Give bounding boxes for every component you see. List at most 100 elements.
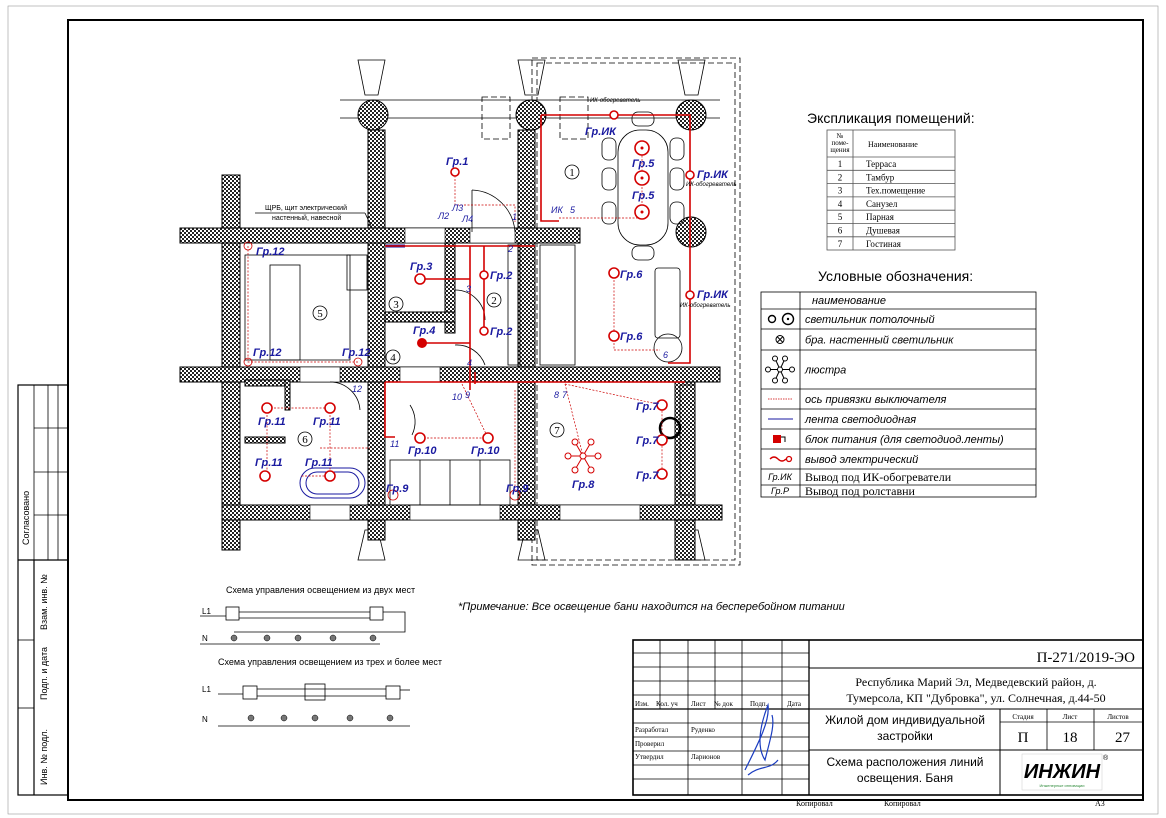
power-supply-icon bbox=[773, 435, 786, 443]
legend-header: наименование bbox=[812, 295, 886, 307]
svg-text:Гр.5: Гр.5 bbox=[632, 158, 655, 170]
explication-title: Экспликация помещений: bbox=[807, 110, 975, 126]
svg-text:Гр.6: Гр.6 bbox=[620, 269, 643, 281]
svg-text:L1: L1 bbox=[202, 685, 211, 694]
svg-text:Гр.ИК: Гр.ИК bbox=[697, 289, 729, 301]
legend: Условные обозначения: наименование bbox=[760, 268, 1037, 498]
panel-label-2: настенный, навесной bbox=[272, 214, 341, 222]
svg-text:№: № bbox=[837, 132, 844, 140]
svg-text:Гр.12: Гр.12 bbox=[256, 246, 285, 258]
svg-text:Жилой дом индивидуальной: Жилой дом индивидуальной bbox=[825, 713, 985, 727]
legend-title: Условные обозначения: bbox=[818, 268, 973, 284]
svg-text:щения: щения bbox=[830, 146, 850, 154]
group-labels: Гр.1 Гр.12 Гр.12 Гр.12 Гр.3 Гр.2 Гр.2 Гр… bbox=[253, 126, 729, 495]
col-name-header: Наименование bbox=[868, 140, 918, 149]
svg-text:2: 2 bbox=[507, 244, 513, 254]
vzam-label: Взам. инв. № bbox=[39, 574, 49, 630]
wall bbox=[221, 174, 241, 551]
svg-text:Гр.8: Гр.8 bbox=[572, 479, 595, 491]
svg-text:Гр.2: Гр.2 bbox=[490, 270, 512, 282]
svg-text:1: 1 bbox=[569, 167, 575, 179]
legend-item-text: люстра bbox=[804, 365, 846, 377]
svg-text:Гр.11: Гр.11 bbox=[313, 416, 341, 428]
svg-text:Гр.11: Гр.11 bbox=[258, 416, 286, 428]
title-block: Изм. Кол. уч Лист № док Подп. Дата Разра… bbox=[632, 639, 1144, 808]
room-number: 2 bbox=[838, 172, 843, 182]
svg-text:Гр.Р: Гр.Р bbox=[771, 486, 789, 496]
svg-text:2: 2 bbox=[491, 295, 497, 307]
legend-item-text: Вывод под ролставни bbox=[805, 484, 916, 498]
electric-outlet-icon bbox=[769, 455, 793, 463]
floor-plan: 1 2 3 4 5 6 7 Гр.1 Гр.12 Гр.12 Гр.12 Гр.… bbox=[179, 57, 741, 566]
room-number: 5 bbox=[838, 212, 843, 222]
svg-text:ИК-обогреватель: ИК-обогреватель bbox=[680, 303, 731, 309]
svg-text:5: 5 bbox=[317, 308, 323, 320]
svg-text:Изм.: Изм. bbox=[635, 700, 649, 708]
svg-text:5: 5 bbox=[570, 205, 576, 215]
svg-text:Инженерные инновации: Инженерные инновации bbox=[1039, 783, 1084, 788]
svg-text:L1: L1 bbox=[202, 607, 211, 616]
svg-text:7: 7 bbox=[562, 390, 568, 400]
room-markers: 1 2 3 4 5 6 7 bbox=[297, 164, 580, 447]
room-number: 1 bbox=[838, 159, 843, 169]
svg-text:Разработал: Разработал bbox=[635, 726, 669, 734]
svg-text:4: 4 bbox=[390, 352, 396, 364]
room-name: Терраса bbox=[866, 159, 896, 169]
wiring bbox=[247, 114, 691, 488]
legend-code: Гр.ИК bbox=[768, 472, 792, 482]
svg-text:застройки: застройки bbox=[877, 729, 933, 743]
svg-text:Руденко: Руденко bbox=[691, 726, 715, 734]
svg-text:12: 12 bbox=[352, 384, 362, 394]
room-name: Тех.помещение bbox=[866, 186, 925, 196]
stage-value: П bbox=[1018, 730, 1029, 746]
format-label: А3 bbox=[1095, 799, 1105, 808]
agreed-label: Согласовано bbox=[21, 491, 31, 545]
svg-text:Подп.: Подп. bbox=[750, 700, 768, 708]
svg-text:Гр.ИК: Гр.ИК bbox=[585, 126, 617, 138]
doc-code: П-271/2019-ЭО bbox=[1037, 650, 1136, 666]
room-number: 3 bbox=[838, 186, 843, 196]
legend-code: Гр.Р bbox=[771, 486, 789, 496]
signature bbox=[744, 702, 779, 776]
svg-text:Л4: Л4 bbox=[461, 214, 473, 224]
svg-text:11: 11 bbox=[390, 439, 399, 449]
sheets-value: 27 bbox=[1115, 730, 1131, 746]
svg-text:Гр.12: Гр.12 bbox=[253, 347, 282, 359]
room-name: Душевая bbox=[866, 226, 900, 236]
room-number: 6 bbox=[838, 226, 843, 236]
room-name: Парная bbox=[866, 212, 894, 222]
svg-text:7: 7 bbox=[554, 425, 560, 437]
svg-text:Кол. уч: Кол. уч bbox=[656, 700, 678, 708]
legend-item-text: блок питания (для светодиод.ленты) bbox=[805, 434, 1004, 446]
panel-label-1: ЩРБ, щит электрический bbox=[265, 204, 347, 212]
svg-text:Тумерсола, КП "Дубровка", ул.: Тумерсола, КП "Дубровка", ул. Солнечная,… bbox=[846, 691, 1105, 705]
svg-text:6: 6 bbox=[302, 434, 308, 446]
svg-text:1: 1 bbox=[512, 212, 517, 222]
svg-text:3: 3 bbox=[393, 299, 399, 311]
svg-text:Гр.7: Гр.7 bbox=[636, 435, 659, 447]
svg-text:поме-: поме- bbox=[832, 139, 850, 147]
svg-text:Дата: Дата bbox=[787, 700, 802, 708]
svg-text:Гр.7: Гр.7 bbox=[636, 470, 659, 482]
power-note: *Примечание: Все освещение бани находитс… bbox=[458, 601, 845, 613]
wall-sconces bbox=[243, 241, 521, 501]
legend-item-text: ось привязки выключателя bbox=[805, 394, 947, 406]
left-stamp: Согласовано Взам. инв. № Подп. и дата Ин… bbox=[17, 384, 69, 796]
svg-text:10: 10 bbox=[452, 392, 462, 402]
chairs bbox=[601, 111, 685, 261]
svg-text:Гр.12: Гр.12 bbox=[342, 347, 371, 359]
wall-lamp-icon bbox=[775, 335, 785, 344]
legend-item-text: вывод электрический bbox=[805, 454, 918, 466]
svg-text:Гр.5: Гр.5 bbox=[632, 190, 655, 202]
scheme-three-title: Схема управления освещением из трех и бо… bbox=[218, 657, 442, 667]
svg-text:Гр.10: Гр.10 bbox=[471, 445, 500, 457]
svg-text:ИНЖИН: ИНЖИН bbox=[1024, 761, 1101, 783]
svg-text:9: 9 bbox=[465, 390, 470, 400]
svg-text:3: 3 bbox=[466, 284, 471, 294]
svg-text:Гр.10: Гр.10 bbox=[408, 445, 437, 457]
room-number: 4 bbox=[838, 199, 843, 209]
svg-text:Гр.ИК: Гр.ИК bbox=[768, 472, 792, 482]
light-fixtures bbox=[243, 110, 695, 501]
svg-text:Гр.2: Гр.2 bbox=[490, 326, 512, 338]
